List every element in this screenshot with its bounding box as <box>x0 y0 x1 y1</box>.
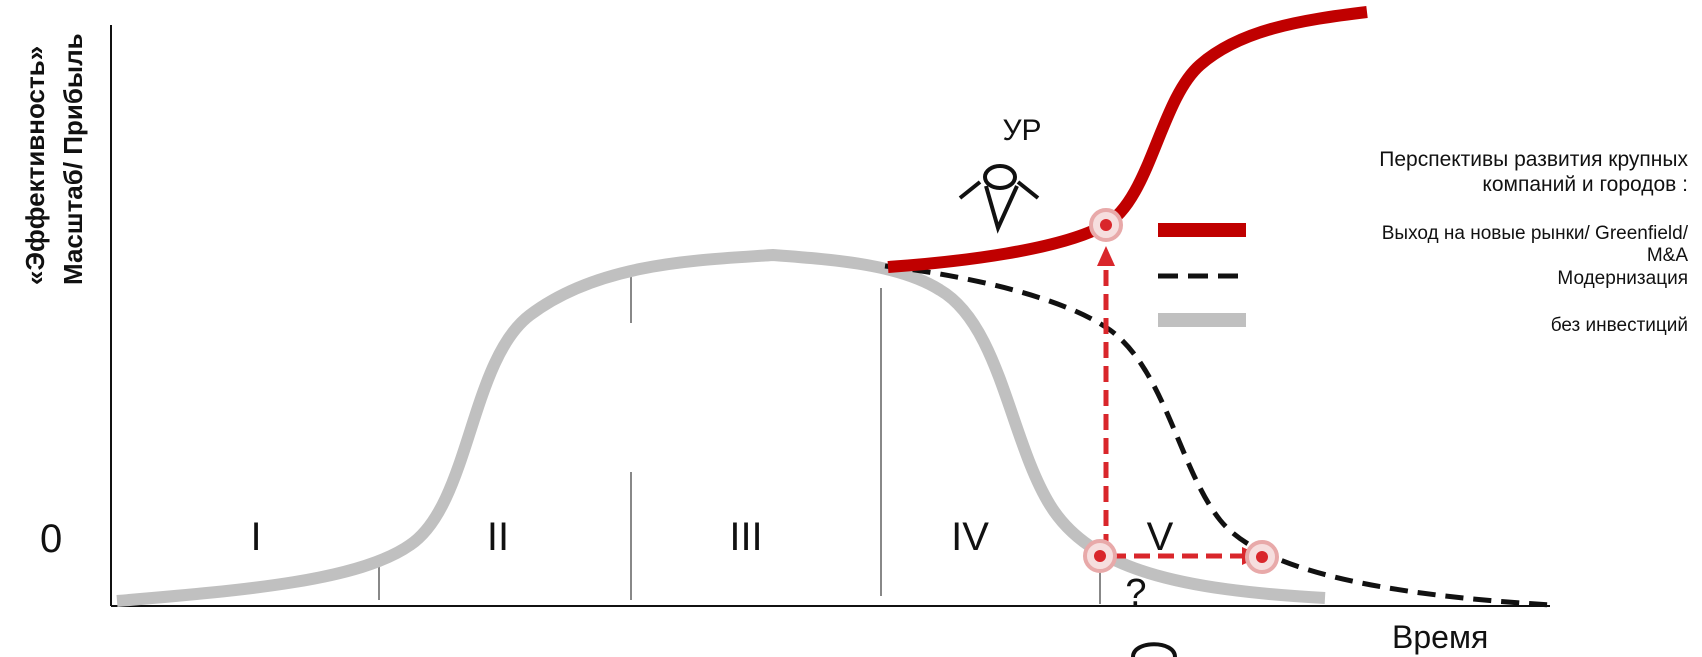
marker-dashed-curve <box>1245 540 1279 574</box>
y-axis-label-line1: «Эффективность» <box>20 46 50 285</box>
question-mark: ? <box>1125 572 1146 614</box>
curve-modernization <box>884 263 1553 608</box>
partial-figure-icon <box>1131 642 1177 657</box>
origin-label: 0 <box>40 517 62 561</box>
actor-label: УР <box>1002 114 1041 147</box>
legend-title-line2: компаний и городов : <box>1482 173 1688 196</box>
legend-item-modernization: Модернизация <box>1557 268 1688 289</box>
x-axis-label: Время <box>1392 619 1488 655</box>
curve-new-markets <box>887 6 1368 273</box>
phase-label-4: IV <box>951 515 989 559</box>
legend-title-line1: Перспективы развития крупных <box>1379 148 1688 171</box>
curve-no-investment <box>116 248 1326 607</box>
phase-label-1: I <box>250 515 261 559</box>
y-axis-label-line2: Масштаб/ Прибыль <box>58 33 88 285</box>
person-icon <box>958 164 1040 234</box>
marker-red-curve <box>1089 208 1123 242</box>
phase-label-3: III <box>729 515 762 559</box>
legend-item-new-markets-line2: M&A <box>1647 245 1689 266</box>
phase-label-2: II <box>487 515 509 559</box>
legend-item-new-markets-line1: Выход на новые рынки/ Greenfield/ <box>1382 223 1689 244</box>
marker-grey-curve <box>1083 539 1117 573</box>
legend-item-no-investment: без инвестиций <box>1551 315 1688 336</box>
arrow-vertical-head <box>1097 246 1115 266</box>
phase-label-5: V <box>1147 515 1174 559</box>
